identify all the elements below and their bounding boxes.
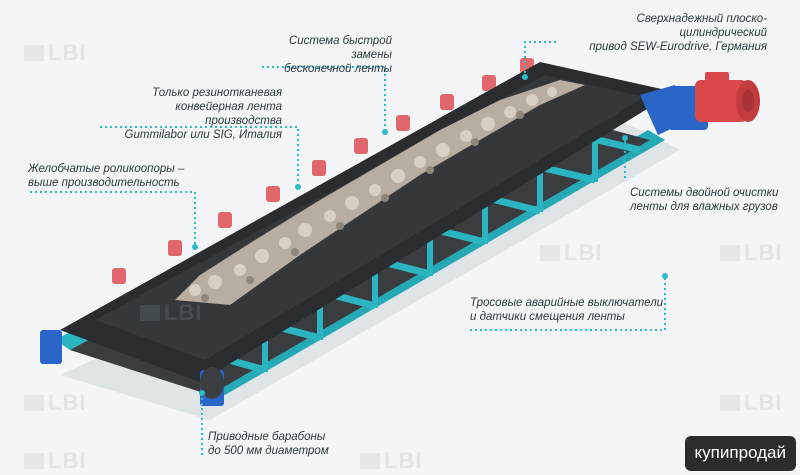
callout-belt: Только резинотканевая конвейерная лента … xyxy=(124,87,282,141)
callout-cleaning: Системы двойной очистки ленты для влажны… xyxy=(630,187,779,213)
callout-pulleys: Приводные барабоны до 500 мм диаметром xyxy=(208,431,329,457)
cargo-stones xyxy=(175,80,585,305)
callout-drive: Сверхнадежный плоско-цилиндрический прив… xyxy=(589,13,767,53)
callout-rollers: Желобчатые роликоопоры – выше производит… xyxy=(28,163,185,189)
leader-lines xyxy=(30,41,666,455)
callout-safety: Тросовые аварийные выключатели и датчики… xyxy=(470,297,664,323)
leader-dots xyxy=(192,74,668,396)
drive-unit xyxy=(640,72,760,135)
far-rollers xyxy=(112,58,534,284)
brand-badge[interactable]: купипродай xyxy=(684,436,796,471)
front-pulley xyxy=(40,330,224,406)
callout-quick-replace: Система быстрой замены бесконечной ленты xyxy=(284,35,392,75)
